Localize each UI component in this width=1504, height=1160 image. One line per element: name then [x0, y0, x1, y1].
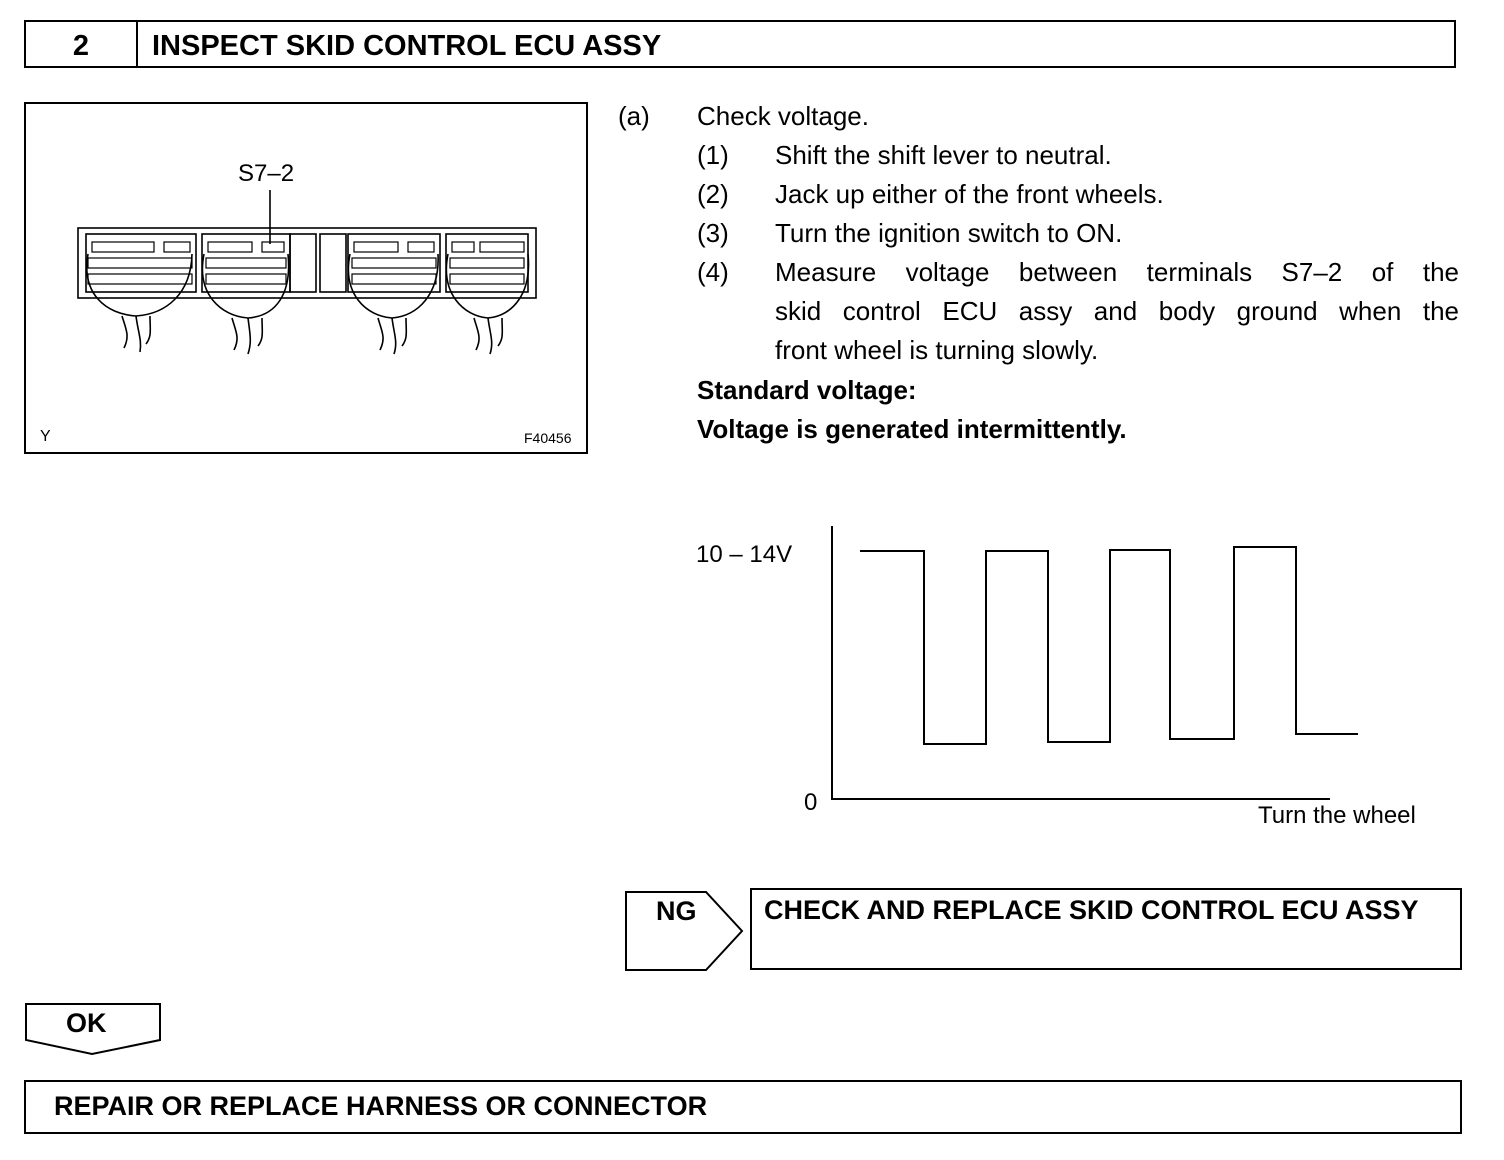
- substep-2-text: Jack up either of the front wheels.: [775, 179, 1164, 209]
- figure-id: F40456: [524, 430, 572, 446]
- ng-label: NG: [656, 896, 697, 926]
- figure-corner-label: Y: [40, 428, 51, 445]
- step-a-marker: (a): [618, 101, 650, 131]
- ng-result-box: [750, 888, 1462, 970]
- connector-figure: S7–2 Y F40456: [24, 102, 588, 454]
- substep-4-line1: Measure voltage between terminals S7–2 o…: [775, 257, 1459, 287]
- terminal-label: S7–2: [238, 160, 295, 187]
- substep-4-marker: (4): [697, 257, 729, 287]
- voltage-waveform: 10 – 14V 0 Turn the wheel: [690, 520, 1470, 840]
- step-title: INSPECT SKID CONTROL ECU ASSY: [152, 30, 662, 62]
- substep-3-text: Turn the ignition switch to ON.: [775, 218, 1123, 248]
- step-header: 2 INSPECT SKID CONTROL ECU ASSY: [24, 20, 1456, 68]
- step-a-text: Check voltage.: [697, 101, 869, 131]
- standard-voltage-value: Voltage is generated intermittently.: [697, 414, 1127, 444]
- substep-1-text: Shift the shift lever to neutral.: [775, 140, 1112, 170]
- zero-voltage-label: 0: [804, 789, 818, 816]
- ok-label: OK: [66, 1008, 107, 1038]
- step-number: 2: [26, 22, 138, 66]
- high-voltage-label: 10 – 14V: [696, 541, 793, 568]
- final-action-box: [24, 1080, 1462, 1134]
- waveform-x-label: Turn the wheel: [1258, 802, 1416, 829]
- substep-1-marker: (1): [697, 140, 729, 170]
- ng-result-text: CHECK AND REPLACE SKID CONTROL ECU ASSY: [764, 895, 1419, 925]
- standard-voltage-label: Standard voltage:: [697, 375, 917, 405]
- final-action-text: REPAIR OR REPLACE HARNESS OR CONNECTOR: [54, 1091, 708, 1121]
- substep-4-line2: skid control ECU assy and body ground wh…: [775, 296, 1459, 326]
- waveform-plot: [831, 526, 1358, 800]
- substep-2-marker: (2): [697, 179, 729, 209]
- substep-4-line3: front wheel is turning slowly.: [775, 335, 1099, 365]
- waveform-signal: [860, 546, 1358, 745]
- waveform-axes: [831, 526, 1330, 800]
- ok-arrow-box: [25, 1003, 161, 1056]
- substep-3-marker: (3): [697, 218, 729, 248]
- ecu-connector-drawing: [77, 190, 537, 355]
- ng-arrow-box: [625, 891, 744, 971]
